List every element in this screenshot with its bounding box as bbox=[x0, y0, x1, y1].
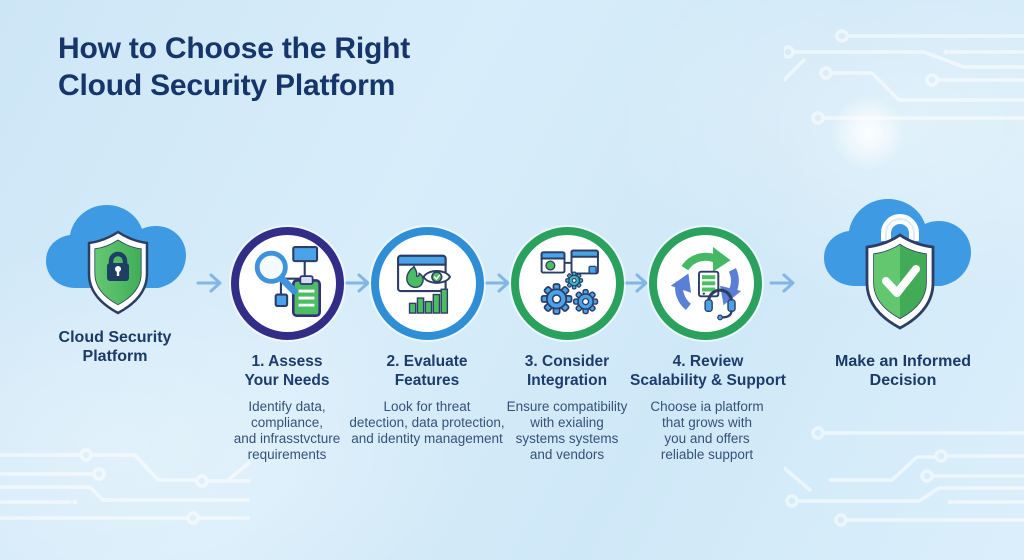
circuit-decoration-bottom-left bbox=[0, 448, 250, 525]
cloud-shield-check-icon bbox=[824, 199, 971, 330]
step-4-description: Choose ia platform that grows with you a… bbox=[650, 399, 764, 462]
step-1-title: 1. Assess Your Needs bbox=[244, 353, 330, 389]
start-node-label: Cloud Security Platform bbox=[58, 329, 172, 365]
flow-arrow-icon bbox=[344, 273, 370, 293]
threat-monitor-chart-icon bbox=[396, 254, 451, 314]
step-4-title: 4. Review Scalability & Support bbox=[630, 353, 786, 389]
flow-arrow-icon bbox=[484, 273, 510, 293]
step-2-title: 2. Evaluate Features bbox=[386, 353, 468, 389]
glow-dot bbox=[830, 95, 906, 171]
step-4-circle bbox=[649, 227, 762, 340]
magnifier-flowchart-checklist-icon bbox=[254, 245, 321, 317]
step-2-circle bbox=[371, 227, 484, 340]
flow-arrow-icon bbox=[769, 273, 795, 293]
step-2-description: Look for threat detection, data protecti… bbox=[349, 399, 505, 446]
step-3-title: 3. Consider Integration bbox=[524, 353, 610, 389]
step-3-circle bbox=[511, 227, 624, 340]
end-node-label: Make an Informed Decision bbox=[834, 353, 972, 389]
step-3-description: Ensure compatibility with exialing syste… bbox=[506, 399, 628, 462]
circuit-decoration-bottom-right bbox=[784, 426, 1024, 527]
windows-gears-icon bbox=[540, 249, 599, 315]
page-title: How to Choose the Right Cloud Security P… bbox=[58, 32, 411, 102]
step-1-circle bbox=[231, 227, 344, 340]
cloud-shield-lock-icon bbox=[46, 205, 186, 315]
flow-arrow-icon bbox=[622, 273, 648, 293]
step-1-description: Identify data, compliance, and infrasstv… bbox=[233, 399, 341, 462]
flow-arrow-icon bbox=[196, 273, 222, 293]
circuit-decoration-top-right bbox=[784, 29, 1024, 125]
cycle-server-headset-icon bbox=[670, 246, 741, 320]
